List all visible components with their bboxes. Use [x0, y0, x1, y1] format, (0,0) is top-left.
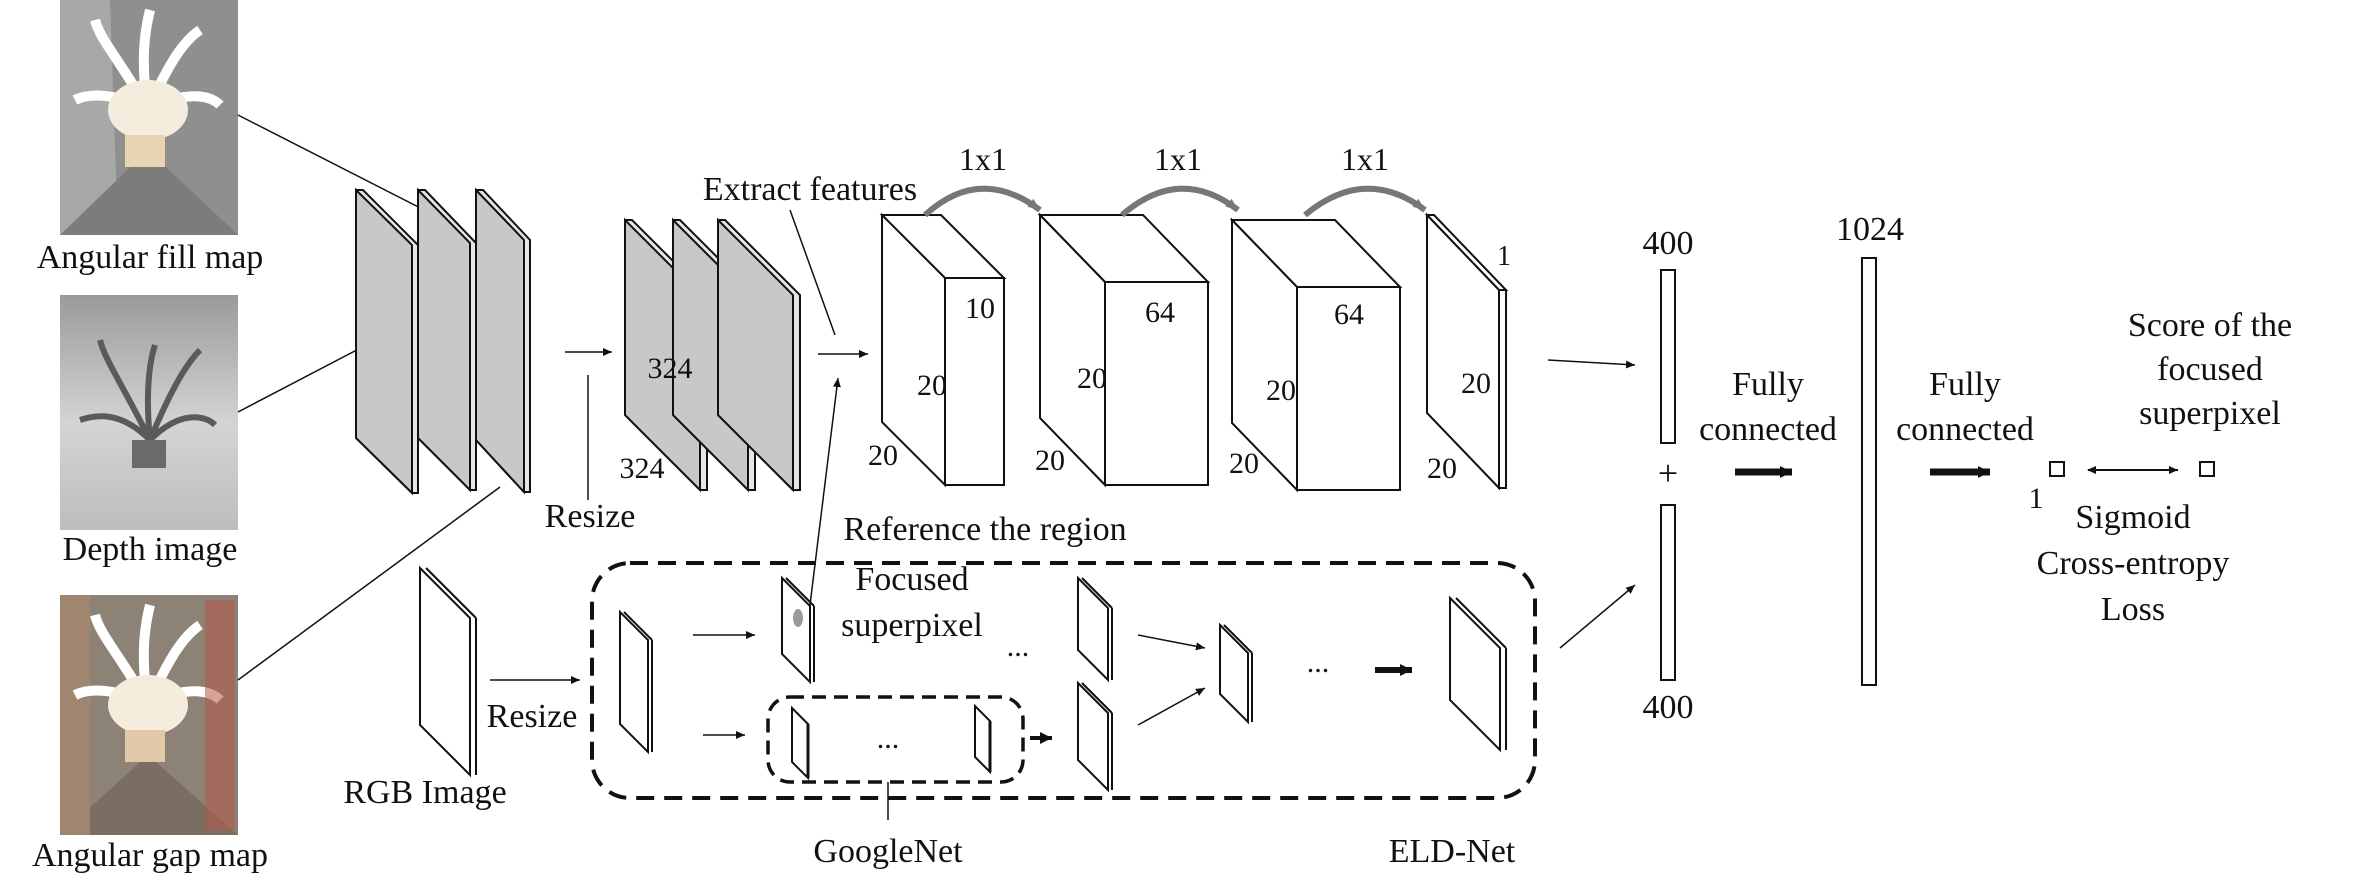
- conv1-arrow: [922, 185, 1042, 218]
- focused-superpixel-label-2: superpixel: [841, 607, 983, 644]
- eld-merge-arrow-top: [1137, 634, 1206, 651]
- fc1-label-2: connected: [1699, 411, 1837, 448]
- features-to-vector-arrow: [1547, 359, 1636, 369]
- concat-plus: +: [1658, 453, 1678, 493]
- eld-input-slab: [619, 609, 653, 755]
- reference-region-label: Reference the region: [843, 511, 1126, 548]
- block2-height: 20: [1035, 444, 1065, 477]
- conv2-label: 1x1: [1154, 141, 1202, 177]
- input-stack: [355, 187, 531, 496]
- score-label-3: superpixel: [2139, 395, 2281, 432]
- angular-gap-map-image: [60, 595, 238, 835]
- output-node: [2049, 461, 2065, 477]
- extract-features-label: Extract features: [703, 171, 917, 208]
- resize-bottom-label: Resize: [487, 698, 578, 735]
- ellipsis-eld: ...: [1307, 646, 1330, 679]
- eld-merge-arrow-bottom: [1137, 687, 1206, 726]
- fc2-label-2: connected: [1896, 411, 2034, 448]
- vector-top: [1660, 269, 1676, 444]
- googlenet-box: [766, 695, 1025, 784]
- angular-fill-map-label: Angular fill map: [37, 239, 264, 276]
- block4-channels: 1: [1497, 241, 1511, 272]
- block4-width: 20: [1461, 367, 1491, 400]
- fc-vector: [1861, 257, 1877, 686]
- vector-bottom: [1660, 504, 1676, 681]
- conv3-arrow: [1303, 185, 1427, 218]
- conv1-label: 1x1: [959, 141, 1007, 177]
- ellipsis-top: ...: [1007, 630, 1030, 663]
- feature-block-4: [1424, 212, 1509, 491]
- googlenet-slab-2: [974, 703, 992, 775]
- resized-width-label: 324: [648, 352, 693, 385]
- rgb-image-slab: [419, 565, 471, 778]
- googlenet-label: GoogleNet: [813, 833, 963, 870]
- block1-height: 20: [868, 439, 898, 472]
- block4-height: 20: [1427, 452, 1457, 485]
- fc-size-label: 1024: [1836, 211, 1904, 248]
- eld-net-box: [590, 561, 1537, 800]
- eld-output-slab: [1449, 595, 1507, 753]
- googlenet-slab-1: [791, 705, 810, 781]
- block2-channels: 64: [1145, 296, 1175, 329]
- conv2-arrow: [1120, 185, 1240, 218]
- connector-fill: [237, 114, 441, 219]
- angular-gap-map-label: Angular gap map: [32, 837, 268, 874]
- eld-to-vector-arrow: [1559, 584, 1636, 649]
- vector-bottom-size: 400: [1643, 689, 1694, 726]
- eld-net-label: ELD-Net: [1389, 833, 1516, 870]
- depth-image: [60, 295, 238, 530]
- fc1-label-1: Fully: [1732, 366, 1804, 403]
- focused-superpixel-label-1: Focused: [855, 561, 968, 598]
- loss-label-1: Sigmoid: [2075, 499, 2190, 536]
- fc2-label-1: Fully: [1929, 366, 2001, 403]
- feature-block-2: [1037, 212, 1211, 488]
- conv3-label: 1x1: [1341, 141, 1389, 177]
- loss-label-2: Cross-entropy: [2037, 545, 2230, 582]
- feature-block-1: [879, 212, 1007, 488]
- feature-block-3: [1229, 217, 1403, 493]
- googlenet-ellipsis: ...: [877, 722, 900, 755]
- rgb-slab-edge: [425, 567, 477, 619]
- vector-top-size: 400: [1643, 225, 1694, 262]
- score-node: [2199, 461, 2215, 477]
- extract-callout: [789, 209, 836, 336]
- depth-image-label: Depth image: [63, 531, 238, 568]
- resize-top-label: Resize: [545, 498, 636, 535]
- score-label-1: Score of the: [2128, 307, 2292, 344]
- block3-height: 20: [1229, 447, 1259, 480]
- focused-superpixel-slab: [781, 575, 815, 685]
- resized-height-label: 324: [620, 452, 665, 485]
- eld-merged-slab: [1219, 622, 1253, 725]
- block1-channels: 10: [965, 292, 995, 325]
- reference-arrow: [809, 377, 841, 606]
- resized-stack: [624, 217, 801, 493]
- loss-label-3: Loss: [2101, 591, 2165, 628]
- eld-slab-bottom: [1077, 680, 1113, 793]
- block3-width: 20: [1266, 374, 1296, 407]
- connector-gap: [237, 486, 501, 681]
- output-size-label: 1: [2029, 482, 2044, 515]
- block3-channels: 64: [1334, 298, 1364, 331]
- eld-slab-top: [1077, 575, 1113, 683]
- rgb-image-label: RGB Image: [343, 774, 506, 811]
- score-label-2: focused: [2157, 351, 2263, 388]
- angular-fill-map-image: [60, 0, 238, 235]
- block2-width: 20: [1077, 362, 1107, 395]
- block1-width: 20: [917, 369, 947, 402]
